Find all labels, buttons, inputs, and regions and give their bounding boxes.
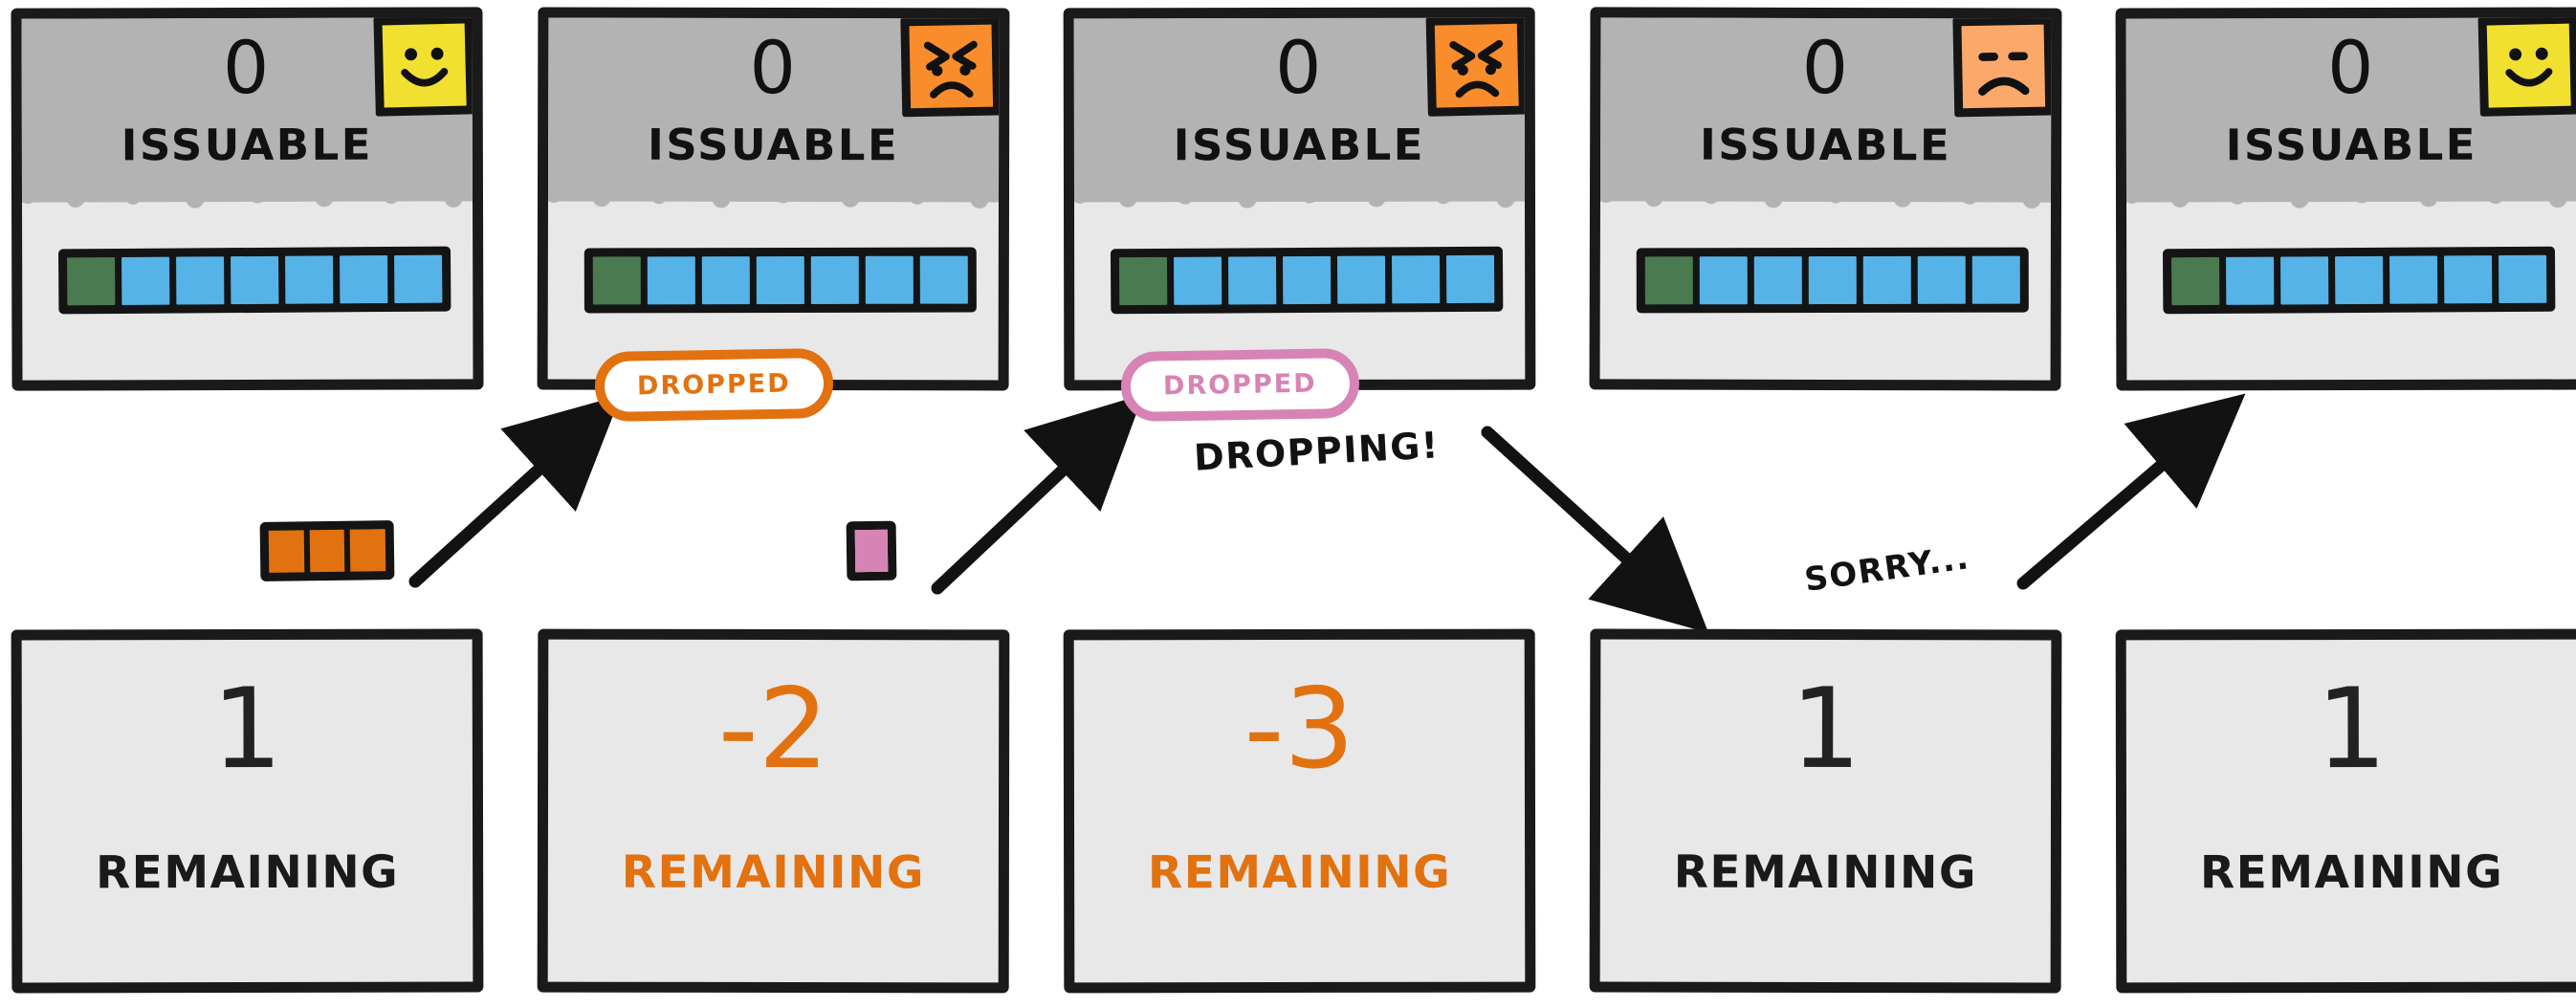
issuable-card-3[interactable]: 0 ISSUABLE — [1063, 7, 1536, 391]
pink-token-group — [846, 520, 897, 581]
token-cell-blue — [1391, 255, 1441, 304]
token-cell-blue — [2335, 255, 2384, 305]
remaining-label: REMAINING — [95, 845, 400, 900]
arrow-dropping-to-card4 — [1481, 426, 1709, 633]
token-cell-green — [1644, 256, 1693, 305]
issuable-caption: ISSUABLE — [647, 119, 900, 171]
token-cell-blue — [1753, 256, 1802, 305]
remaining-card-2[interactable]: -2 REMAINING — [537, 628, 1010, 994]
issuable-caption: ISSUABLE — [121, 119, 374, 171]
arrow-token-to-card3 — [931, 394, 1144, 595]
dropped-label: DROPPED — [1162, 368, 1317, 402]
token-cell-blue — [701, 256, 750, 305]
token-cell-blue — [865, 255, 914, 304]
issuable-caption: ISSUABLE — [2225, 119, 2478, 171]
arrow-sorry-to-card5 — [2016, 393, 2246, 590]
dropped-badge-orange: DROPPED — [594, 347, 834, 423]
issuable-card-1[interactable]: 0 ISSUABLE — [11, 7, 484, 391]
remaining-label: REMAINING — [2199, 845, 2504, 900]
token-cell-green — [67, 256, 116, 306]
remaining-number: -3 — [1244, 664, 1355, 795]
token-cell-blue — [2499, 254, 2547, 304]
token-bar — [2162, 246, 2556, 315]
token-cell-blue — [231, 255, 279, 305]
token-cell-blue — [1282, 255, 1332, 305]
issuable-card-5[interactable]: 0 ISSUABLE — [2115, 7, 2576, 391]
token-cell-blue — [647, 256, 695, 305]
token-bar — [583, 247, 977, 314]
token-cell-green — [1118, 256, 1168, 306]
happy-face-icon — [373, 14, 475, 117]
remaining-label: REMAINING — [621, 845, 926, 900]
token-cell-blue — [285, 255, 334, 304]
token-cell-blue — [2389, 255, 2438, 304]
angry-face-icon — [1425, 14, 1528, 117]
orange-token — [350, 529, 386, 572]
token-cell-blue — [176, 256, 225, 305]
dropped-label: DROPPED — [636, 368, 791, 402]
token-cell-blue — [1808, 255, 1857, 305]
remaining-label: REMAINING — [1147, 845, 1452, 900]
remaining-card-3[interactable]: -3 REMAINING — [1063, 628, 1536, 994]
token-cell-blue — [1971, 255, 2020, 304]
token-bar — [57, 246, 451, 315]
token-cell-blue — [2280, 256, 2329, 305]
sad-face-icon — [1952, 15, 2055, 118]
angry-face-icon — [900, 15, 1002, 118]
remaining-card-4[interactable]: 1 REMAINING — [1589, 628, 2062, 994]
remaining-number: 1 — [1790, 664, 1861, 795]
token-cell-blue — [1445, 254, 1495, 304]
token-cell-blue — [810, 255, 859, 304]
sorry-annotation: SORRY... — [1802, 538, 1972, 600]
token-cell-green — [592, 256, 641, 305]
token-bar — [1110, 246, 1504, 315]
token-cell-green — [2171, 256, 2220, 306]
issuable-caption: ISSUABLE — [1173, 119, 1426, 171]
token-cell-blue — [1336, 255, 1386, 304]
token-cell-blue — [756, 255, 804, 305]
token-cell-blue — [1862, 255, 1911, 304]
token-cell-blue — [340, 255, 388, 304]
orange-token — [309, 529, 345, 573]
issuable-card-2[interactable]: 0 ISSUABLE — [537, 7, 1010, 391]
pink-token — [854, 529, 889, 573]
token-cell-blue — [1227, 256, 1277, 305]
remaining-number: 1 — [2316, 664, 2388, 795]
orange-token-group — [259, 520, 395, 581]
token-cell-blue — [2444, 255, 2493, 304]
dropped-badge-pink: DROPPED — [1120, 347, 1360, 423]
token-bar — [1636, 247, 2029, 314]
issuable-card-4[interactable]: 0 ISSUABLE — [1589, 7, 2062, 391]
issuable-caption: ISSUABLE — [1699, 119, 1952, 171]
remaining-number: 1 — [211, 664, 283, 795]
orange-token — [268, 530, 304, 573]
token-cell-blue — [394, 254, 443, 303]
arrow-tokens-to-card2 — [408, 395, 622, 588]
dropping-annotation: DROPPING! — [1193, 424, 1441, 479]
token-cell-blue — [2226, 256, 2275, 305]
token-cell-blue — [1917, 255, 1966, 304]
remaining-card-5[interactable]: 1 REMAINING — [2115, 628, 2576, 994]
remaining-label: REMAINING — [1673, 845, 1978, 900]
happy-face-icon — [2477, 14, 2576, 117]
token-cell-blue — [121, 256, 170, 305]
token-cell-blue — [1699, 256, 1748, 305]
token-cell-blue — [1173, 256, 1222, 305]
token-cell-blue — [919, 255, 968, 304]
remaining-card-1[interactable]: 1 REMAINING — [11, 628, 484, 994]
remaining-number: -2 — [717, 664, 829, 795]
